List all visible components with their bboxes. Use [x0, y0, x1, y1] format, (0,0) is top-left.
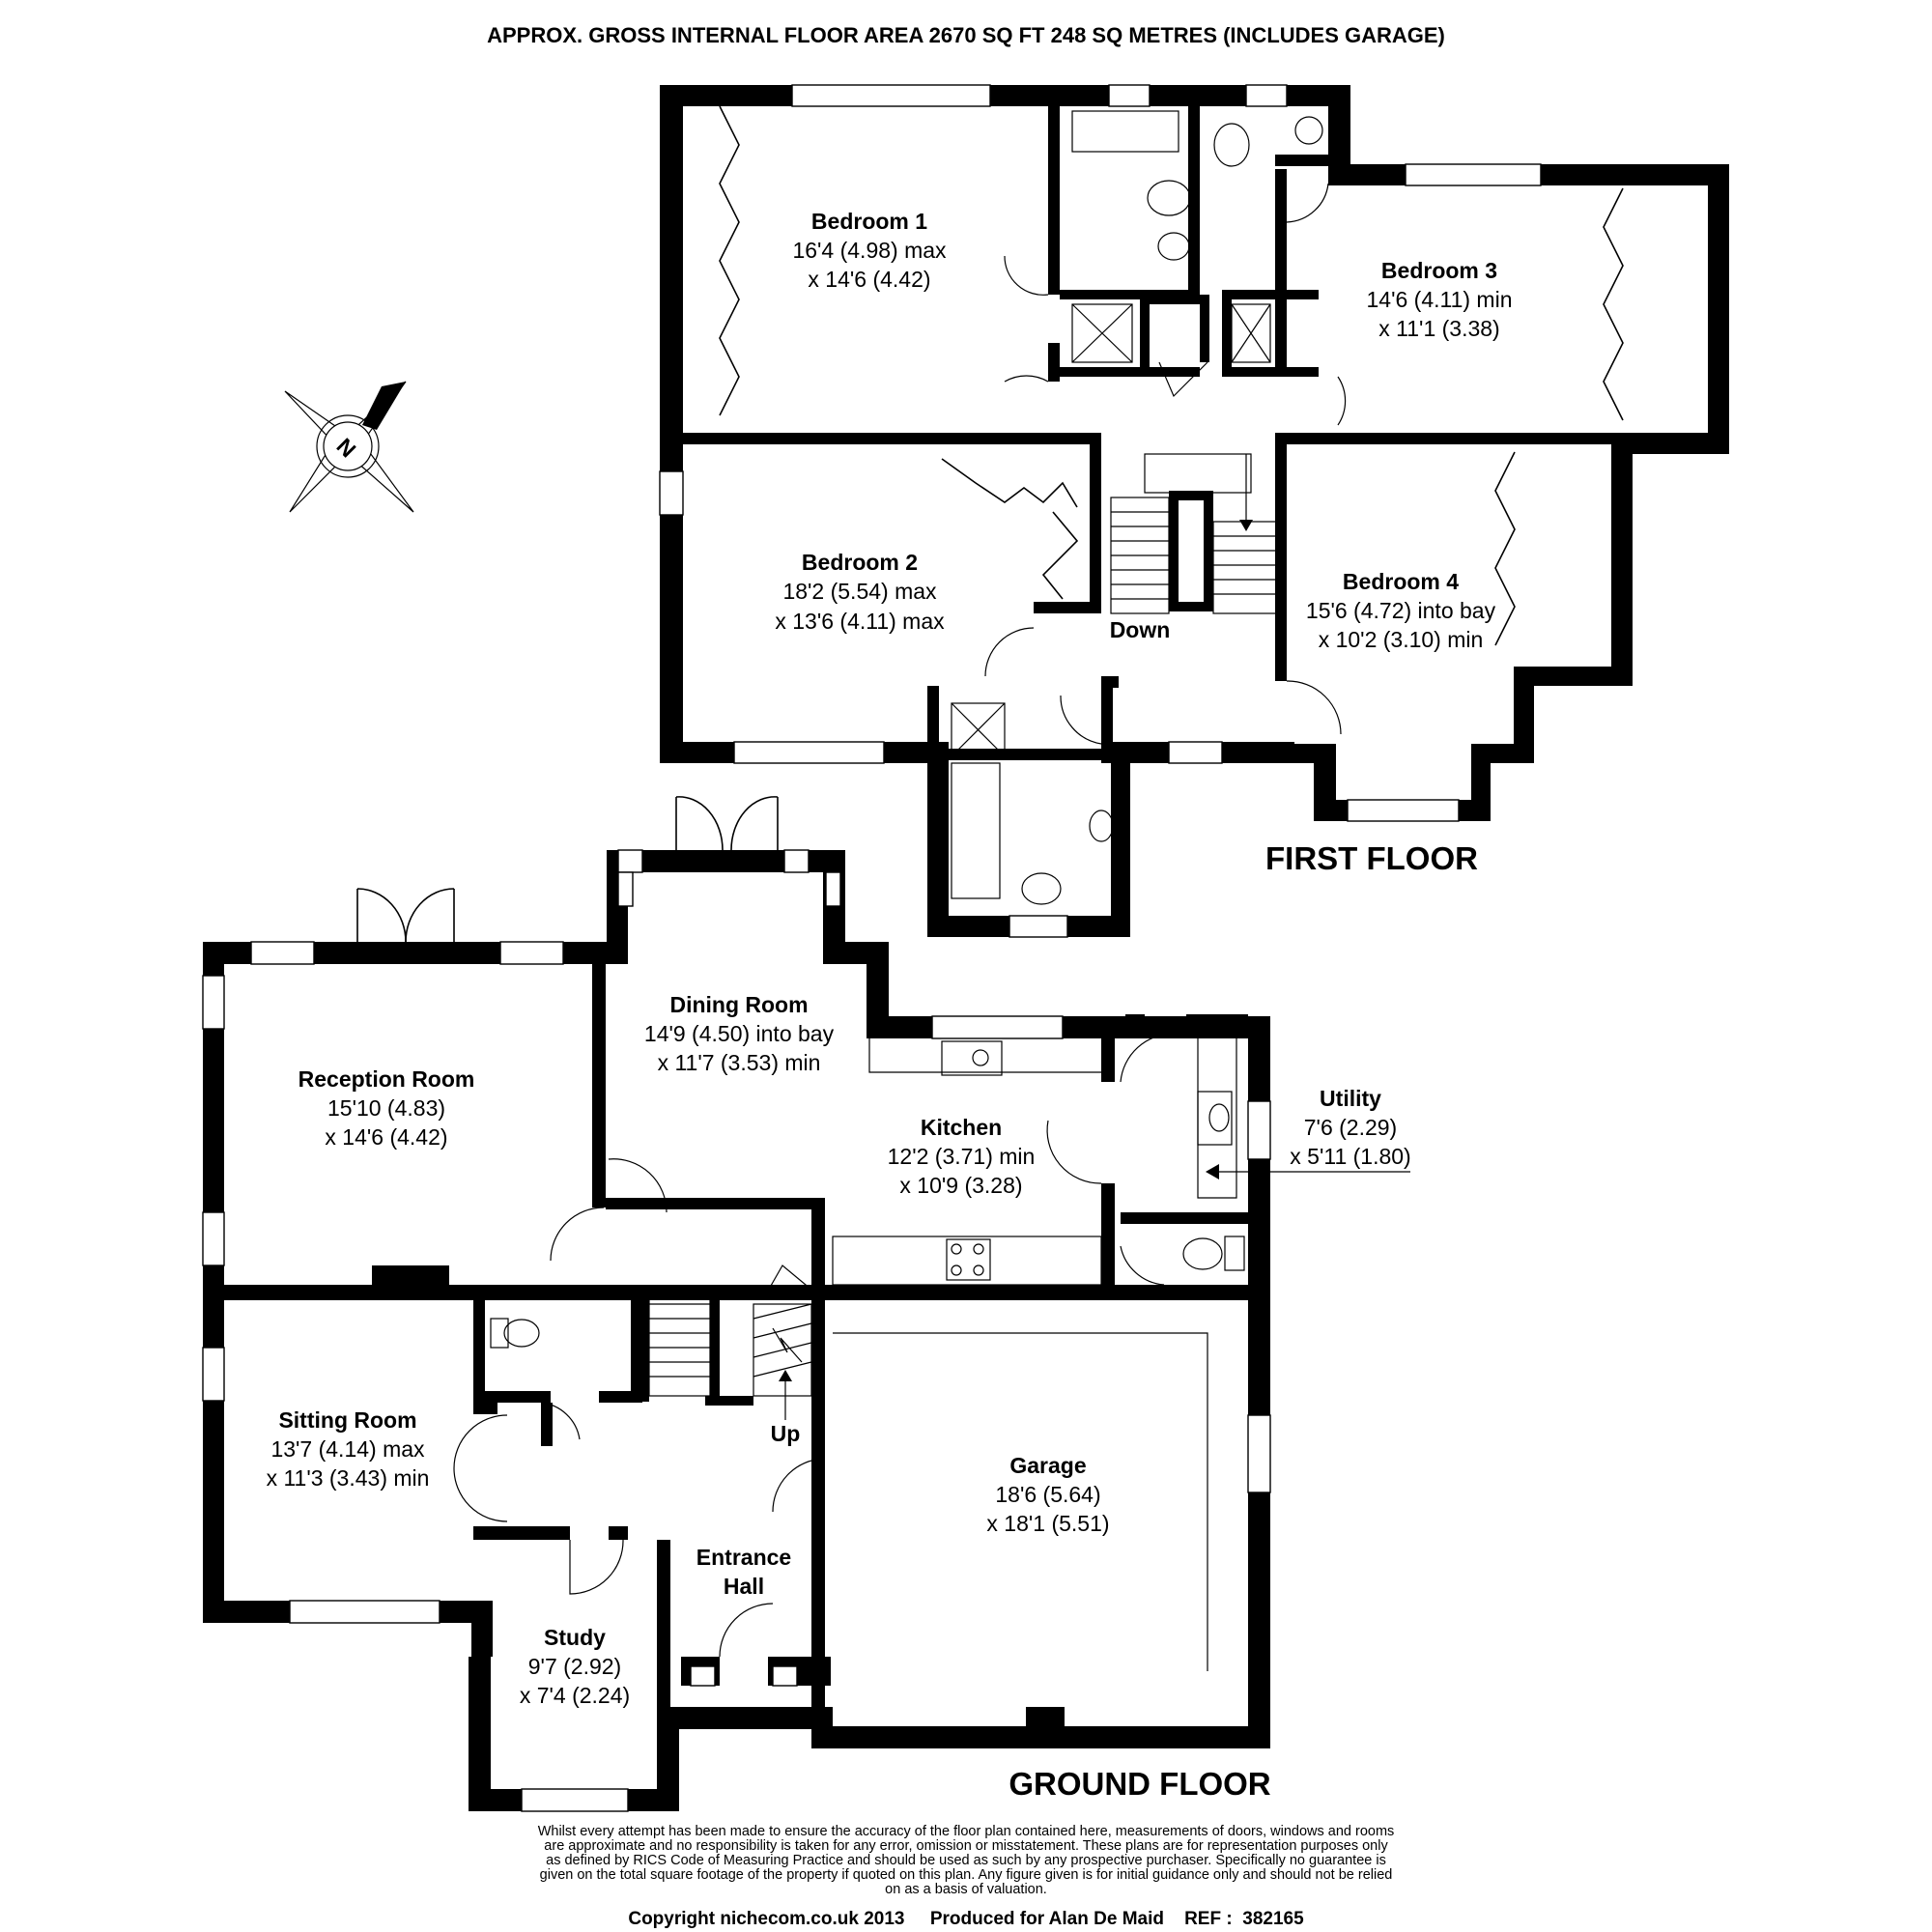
bedroom1-dim1: 16'4 (4.98) max	[792, 238, 947, 263]
bedroom4-dim2: x 10'2 (3.10) min	[1319, 627, 1484, 652]
disclaimer-line1: Whilst every attempt has been made to en…	[538, 1824, 1395, 1839]
stairs-up-label: Up	[771, 1421, 801, 1446]
bedroom4-name: Bedroom 4	[1343, 569, 1459, 594]
copyright-footer: Copyright nichecom.co.uk 2013 Produced f…	[628, 1909, 1304, 1929]
stairs-down-label: Down	[1110, 617, 1171, 642]
garage-name: Garage	[1009, 1453, 1086, 1478]
dining-dim2: x 11'7 (3.53) min	[658, 1050, 821, 1075]
utility-dim1: 7'6 (2.29)	[1304, 1115, 1397, 1140]
first-floor-title: FIRST FLOOR	[1265, 840, 1478, 876]
study-dim1: 9'7 (2.92)	[528, 1654, 621, 1679]
utility-dim2: x 5'11 (1.80)	[1290, 1144, 1410, 1169]
disclaimer-line4: given on the total square footage of the…	[540, 1867, 1393, 1883]
reception-dim2: x 14'6 (4.42)	[325, 1124, 447, 1150]
kitchen-name: Kitchen	[921, 1115, 1002, 1140]
entrance-hall-line1: Entrance	[696, 1545, 791, 1570]
ground-floor-staircase	[648, 1264, 812, 1420]
bedroom1-dim2: x 14'6 (4.42)	[808, 267, 930, 292]
floor-area-header: APPROX. GROSS INTERNAL FLOOR AREA 2670 S…	[487, 23, 1445, 47]
first-floor-plan	[659, 84, 1729, 938]
kitchen-dim1: 12'2 (3.71) min	[888, 1144, 1036, 1169]
dining-dim1: 14'9 (4.50) into bay	[644, 1021, 835, 1046]
dining-name: Dining Room	[669, 992, 808, 1017]
sitting-dim2: x 11'3 (3.43) min	[267, 1465, 430, 1491]
bedroom3-dim1: 14'6 (4.11) min	[1367, 287, 1513, 312]
first-floor-staircase	[1110, 453, 1277, 614]
bedroom3-name: Bedroom 3	[1381, 258, 1497, 283]
reception-name: Reception Room	[298, 1066, 475, 1092]
ground-floor-title: GROUND FLOOR	[1009, 1766, 1270, 1802]
bedroom2-dim2: x 13'6 (4.11) max	[775, 609, 945, 634]
sitting-name: Sitting Room	[278, 1407, 416, 1433]
study-name: Study	[544, 1625, 606, 1650]
bedroom4-dim1: 15'6 (4.72) into bay	[1306, 598, 1496, 623]
sitting-dim1: 13'7 (4.14) max	[270, 1436, 425, 1462]
disclaimer-line2: are approximate and no responsibility is…	[544, 1838, 1388, 1854]
disclaimer-line3: as defined by RICS Code of Measuring Pra…	[546, 1853, 1386, 1868]
study-dim2: x 7'4 (2.24)	[520, 1683, 630, 1708]
kitchen-dim2: x 10'9 (3.28)	[899, 1173, 1022, 1198]
bedroom2-dim1: 18'2 (5.54) max	[782, 579, 937, 604]
entrance-hall-line2: Hall	[724, 1574, 764, 1599]
garage-dim1: 18'6 (5.64)	[995, 1482, 1100, 1507]
bedroom1-name: Bedroom 1	[811, 209, 927, 234]
disclaimer-line5: on as a basis of valuation.	[885, 1882, 1047, 1897]
compass-rose: N	[284, 381, 414, 513]
bedroom2-name: Bedroom 2	[802, 550, 918, 575]
utility-name: Utility	[1320, 1086, 1381, 1111]
reception-dim1: 15'10 (4.83)	[327, 1095, 445, 1121]
bedroom3-dim2: x 11'1 (3.38)	[1378, 316, 1499, 341]
garage-dim2: x 18'1 (5.51)	[986, 1511, 1109, 1536]
ground-floor-plan	[202, 796, 1410, 1812]
